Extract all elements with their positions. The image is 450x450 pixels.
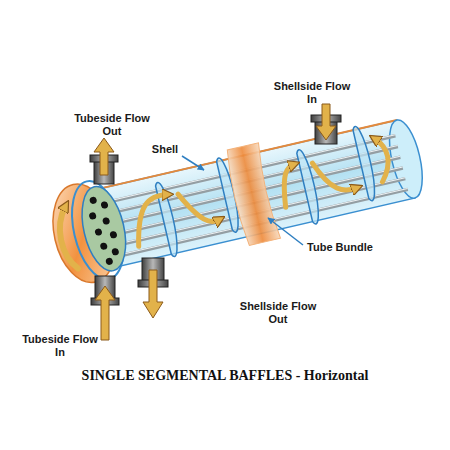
flow-arrow: [277, 164, 304, 207]
callout-label: Tube Bundle: [295, 241, 385, 254]
tube-hole: [94, 228, 102, 236]
tube-hole: [102, 217, 110, 225]
tube-hole: [109, 231, 117, 239]
cutaway-band: [224, 143, 281, 246]
tube-hole: [100, 242, 108, 250]
tube-sheet: [75, 182, 133, 275]
tube-hole: [100, 201, 108, 209]
tube-hole: [89, 196, 97, 204]
callout-label: Shell: [135, 143, 195, 156]
tube-holes: [85, 194, 123, 267]
tube-hole: [105, 257, 113, 265]
leader-line: [182, 156, 204, 170]
shellside-outlet-nozzle: [138, 258, 168, 318]
tubeside-inlet-nozzle: [91, 276, 119, 340]
tubeside-flow-arrow: [54, 206, 80, 271]
shellside-inlet-nozzle: [311, 104, 341, 144]
callout-label: Tubeside Flow Out: [70, 112, 154, 138]
figure-caption: SINGLE SEGMENTAL BAFFLES - Horizontal: [82, 368, 369, 384]
leader-line: [268, 218, 303, 245]
shell-body: [90, 120, 415, 269]
flow-arrow: [178, 186, 220, 228]
flow-arrow: [312, 155, 357, 197]
flow-arrow: [316, 104, 336, 140]
callout-label: Shellside Flow In: [270, 80, 354, 106]
callout-label: Shellside Flow Out: [236, 300, 320, 326]
tubeside-outlet-nozzle: [90, 138, 118, 184]
flow-arrow: [129, 194, 178, 247]
flow-arrow: [143, 270, 163, 318]
shellside-flow-arrows: [127, 137, 395, 247]
exchanger-body: [44, 107, 431, 289]
flow-arrow: [95, 286, 115, 340]
tube-hole: [88, 212, 96, 220]
flow-arrow: [94, 138, 114, 175]
callout-label: Tubeside Flow In: [18, 333, 102, 359]
flow-arrow: [373, 137, 393, 182]
segmental-baffle: [296, 148, 323, 224]
tube-hole: [111, 248, 119, 256]
